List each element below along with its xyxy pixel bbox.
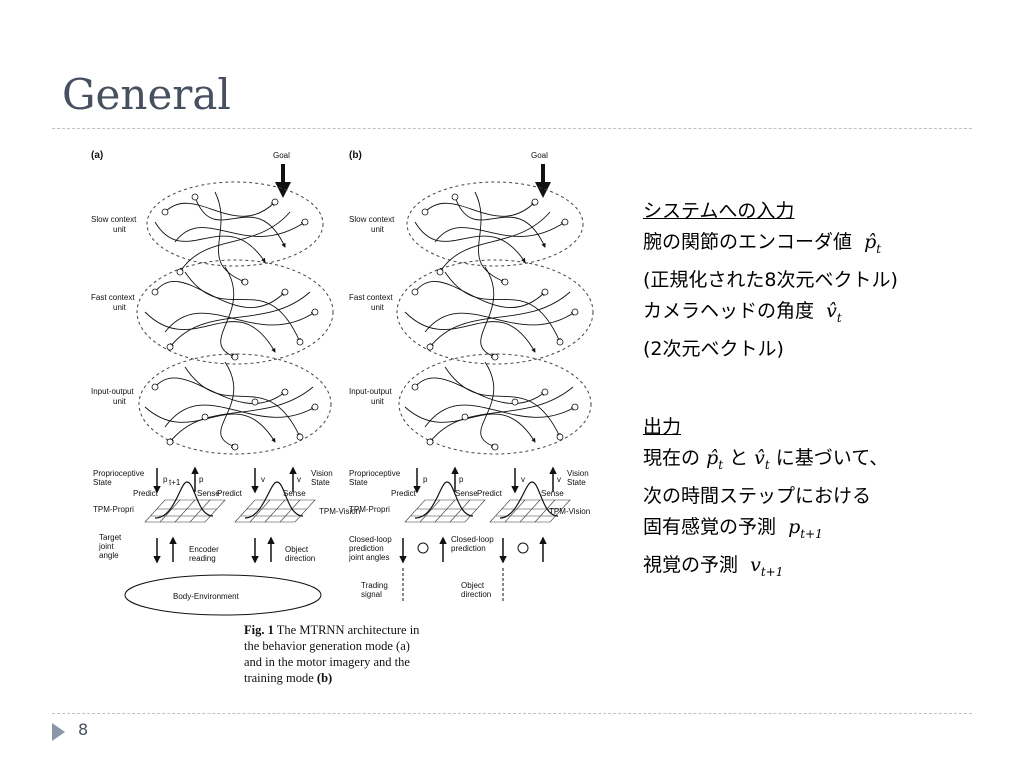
proprio-state-label-a: Proprioceptive: [93, 469, 145, 478]
svg-text:angle: angle: [99, 551, 119, 560]
triangle-bullet-icon: [52, 723, 65, 741]
output-heading: 出力: [643, 416, 682, 438]
svg-text:TPM-Propri: TPM-Propri: [349, 505, 390, 514]
svg-text:TPM-Vision: TPM-Vision: [549, 507, 590, 516]
svg-text:unit: unit: [371, 397, 385, 406]
vision-state-label-a: Vision: [311, 469, 333, 478]
svg-text:Predict: Predict: [217, 489, 243, 498]
input-description: システムへの入力 腕の関節のエンコーダ値 p̂t (正規化された8次元ベクトル)…: [643, 196, 898, 365]
goal-label-a: Goal: [273, 151, 290, 160]
svg-text:unit: unit: [371, 303, 385, 312]
svg-text:joint: joint: [98, 542, 114, 551]
footer-divider: [52, 713, 972, 714]
input-heading: システムへの入力: [643, 200, 795, 222]
svg-text:Trading: Trading: [361, 581, 388, 590]
svg-text:direction: direction: [285, 554, 315, 563]
svg-text:v: v: [557, 475, 561, 484]
mtrnn-figure: (a) Goal Slow context unit Fast context …: [85, 142, 605, 702]
goal-label-b: Goal: [531, 151, 548, 160]
svg-text:p: p: [199, 475, 204, 484]
output-description: 出力 現在の p̂t と v̂t に基づいて、 次の時間ステップにおける 固有感…: [643, 412, 888, 587]
svg-text:Encoder: Encoder: [189, 545, 219, 554]
svg-text:Closed-loop: Closed-loop: [451, 535, 494, 544]
svg-text:v: v: [261, 475, 265, 484]
svg-text:State: State: [349, 478, 368, 487]
svg-text:Sense: Sense: [455, 489, 478, 498]
slide-title: General: [62, 70, 231, 119]
svg-text:Sense: Sense: [197, 489, 220, 498]
svg-text:Predict: Predict: [133, 489, 159, 498]
svg-text:State: State: [93, 478, 112, 487]
slow-context-label-a: Slow context: [91, 215, 137, 224]
output-line-proprio: 固有感覚の予測 pt+1: [643, 515, 823, 541]
svg-text:Sense: Sense: [283, 489, 306, 498]
svg-text:Closed-loop: Closed-loop: [349, 535, 392, 544]
svg-text:Sense: Sense: [541, 489, 564, 498]
panel-b: (b) Goal Slow context unit Fast context …: [348, 150, 594, 602]
output-line-next-step: 次の時間ステップにおける: [643, 484, 872, 507]
output-line-current: 現在の p̂t と v̂t に基づいて、: [643, 447, 889, 472]
svg-text:t+1: t+1: [169, 478, 181, 487]
body-environment-label: Body-Environment: [173, 592, 240, 601]
svg-text:Object: Object: [285, 545, 309, 554]
slow-context-unit-a: unit: [113, 225, 127, 234]
input-output-label-a: Input-output: [91, 387, 134, 396]
input-output-unit-a: unit: [113, 397, 127, 406]
input-line-encoder: 腕の関節のエンコーダ値 p̂t: [643, 231, 882, 256]
panel-a-label: (a): [91, 150, 103, 161]
fast-context-unit-a: unit: [113, 303, 127, 312]
svg-text:Input-output: Input-output: [349, 387, 392, 396]
svg-text:prediction: prediction: [451, 544, 486, 553]
svg-text:direction: direction: [461, 590, 491, 599]
svg-text:v: v: [521, 475, 525, 484]
panel-a: (a) Goal Slow context unit Fast context …: [91, 150, 360, 616]
svg-text:signal: signal: [361, 590, 382, 599]
svg-text:Object: Object: [461, 581, 485, 590]
svg-text:v: v: [297, 475, 301, 484]
svg-text:Fast context: Fast context: [349, 293, 393, 302]
svg-text:Slow context: Slow context: [349, 215, 395, 224]
input-line-normalized: (正規化された8次元ベクトル): [643, 268, 898, 291]
fast-context-label-a: Fast context: [91, 293, 135, 302]
tpm-propri-label-a: TPM-Propri: [93, 505, 134, 514]
svg-text:Predict: Predict: [477, 489, 503, 498]
svg-text:p: p: [163, 475, 168, 484]
output-line-vision: 視覚の予測 vt+1: [643, 553, 784, 579]
svg-text:Proprioceptive: Proprioceptive: [349, 469, 401, 478]
panel-b-label: (b): [349, 150, 362, 161]
symbol-p-hat-t: p̂t: [864, 231, 882, 256]
svg-text:p: p: [423, 475, 428, 484]
svg-text:Vision: Vision: [567, 469, 589, 478]
svg-text:p: p: [459, 475, 464, 484]
input-line-camera: カメラヘッドの角度 v̂t: [643, 299, 842, 325]
page-number: 8: [78, 720, 89, 739]
title-divider: [52, 128, 972, 129]
tpm-vision-label-a: TPM-Vision: [319, 507, 360, 516]
svg-text:prediction: prediction: [349, 544, 384, 553]
svg-text:State: State: [567, 478, 586, 487]
mtrnn-diagram: (a) Goal Slow context unit Fast context …: [91, 150, 594, 616]
svg-text:joint angles: joint angles: [348, 553, 389, 562]
figure-caption: Fig. 1 The MTRNN architecture in the beh…: [244, 623, 420, 685]
input-line-2d: (2次元ベクトル): [643, 337, 784, 360]
svg-text:reading: reading: [189, 554, 216, 563]
svg-text:State: State: [311, 478, 330, 487]
svg-text:Target: Target: [99, 533, 122, 542]
svg-text:Predict: Predict: [391, 489, 417, 498]
symbol-v-hat-t: v̂t: [826, 299, 842, 325]
svg-text:unit: unit: [371, 225, 385, 234]
